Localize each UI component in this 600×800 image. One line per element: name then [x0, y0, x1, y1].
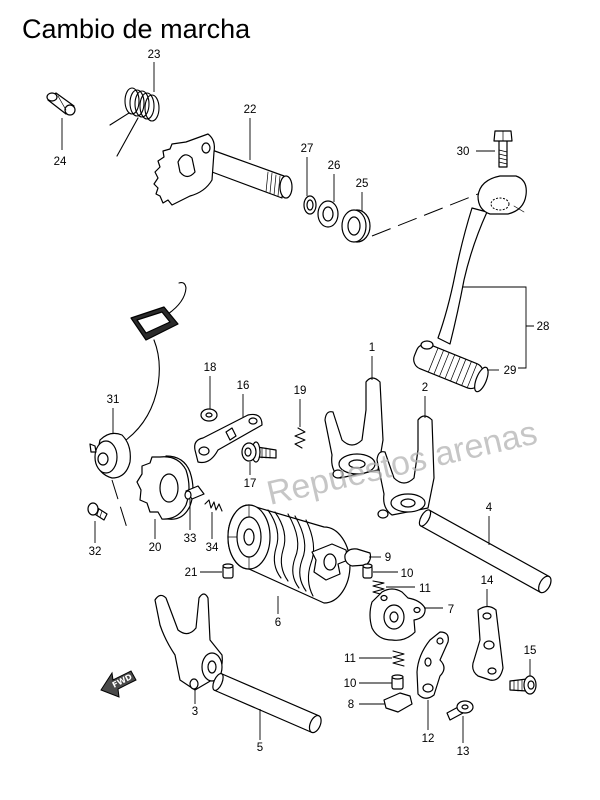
part-number-label: 29: [504, 365, 517, 377]
part-number-label: 18: [204, 362, 217, 374]
part-number-label: 22: [244, 104, 257, 116]
part-23-return-spring: [109, 87, 160, 157]
part-number-label: 32: [89, 546, 102, 558]
part-11-spring: [372, 580, 385, 596]
part-25-oil-seal: [341, 209, 371, 243]
part-number-label: 30: [457, 146, 470, 158]
part-number-label: 16: [237, 380, 250, 392]
part-number-label: 23: [148, 49, 161, 61]
part-22-gearshift-shaft: [153, 133, 293, 206]
part-4-fork-shaft: [418, 509, 552, 594]
part-28-gearshift-pedal: [437, 175, 527, 345]
part-10-pin-lower: [391, 674, 404, 690]
part-34-spring: [204, 499, 223, 512]
part-13-bolt: [446, 700, 474, 721]
part-14-cam-plate: [472, 605, 504, 681]
part-number-label: 26: [328, 160, 341, 172]
part-number-label: 1: [369, 342, 375, 354]
part-16-shift-arm-plate: [194, 413, 263, 464]
part-1-shift-fork: [324, 377, 384, 479]
part-number-label: 6: [275, 617, 281, 629]
part-29-pedal-rubber: [413, 340, 489, 393]
part-21-pin: [222, 563, 234, 579]
part-5-fork-shaft: [212, 672, 322, 734]
part-15-bolt: [509, 675, 537, 695]
forward-direction-arrow-icon: FWD: [100, 670, 137, 698]
part-19-spring: [294, 427, 306, 449]
part-31-neutral-switch: [89, 282, 187, 479]
part-32-bolt: [87, 502, 108, 521]
part-10-pin: [362, 563, 373, 579]
part-number-label: 17: [244, 478, 257, 490]
part-number-label: 8: [348, 699, 354, 711]
part-33-pin: [184, 485, 205, 500]
part-27-washer: [303, 195, 317, 215]
part-number-label: 34: [206, 542, 219, 554]
part-number-label: 12: [422, 733, 435, 745]
part-number-labels: 23 22 24 27 26 25 30 28 29 1 2 18 16 19 …: [54, 49, 550, 758]
part-24-stud: [46, 92, 76, 116]
part-number-label: 10: [401, 568, 414, 580]
part-9-cam-plate: [344, 548, 372, 567]
part-number-label: 24: [54, 156, 67, 168]
part-number-label: 27: [301, 143, 314, 155]
leader-bracket: [462, 286, 534, 369]
part-number-label: 9: [385, 552, 391, 564]
part-number-label: 21: [185, 567, 198, 579]
part-17-bolt: [241, 441, 277, 463]
part-number-label: 5: [257, 742, 263, 754]
part-8-stopper: [383, 692, 413, 713]
part-number-label: 4: [486, 502, 493, 514]
part-number-label: 7: [448, 604, 454, 616]
part-18-washer: [200, 408, 218, 422]
part-number-label: 25: [356, 178, 369, 190]
part-number-label: 10: [344, 678, 357, 690]
part-30-bolt: [493, 130, 513, 168]
part-number-label: 13: [457, 746, 470, 758]
part-number-label: 14: [481, 575, 494, 587]
part-7-gearshift-cam: [369, 588, 426, 641]
part-3-shift-fork: [154, 593, 223, 691]
part-number-label: 3: [192, 706, 198, 718]
part-number-label: 2: [422, 382, 428, 394]
part-20-cam-gear: [136, 455, 194, 520]
diagram-title: Cambio de marcha: [22, 14, 251, 44]
part-number-label: 11: [344, 653, 356, 665]
assembly-dashed-line: [371, 189, 489, 237]
part-number-label: 20: [149, 542, 162, 554]
part-number-label: 33: [184, 533, 197, 545]
part-11-spring-lower: [392, 650, 405, 667]
part-2-shift-fork: [376, 415, 435, 519]
part-12-stopper-plate: [416, 631, 449, 699]
shaft-splines: [265, 171, 281, 197]
part-number-label: 11: [419, 583, 431, 595]
part-6-shift-drum: [227, 504, 351, 604]
part-number-label: 31: [107, 394, 120, 406]
assembly-dashed-line: [111, 479, 128, 529]
part-number-label: 19: [294, 385, 307, 397]
leader-lines: [61, 62, 534, 743]
part-number-label: 15: [524, 645, 537, 657]
part-26-washer: [317, 200, 339, 228]
part-number-label: 28: [537, 321, 550, 333]
